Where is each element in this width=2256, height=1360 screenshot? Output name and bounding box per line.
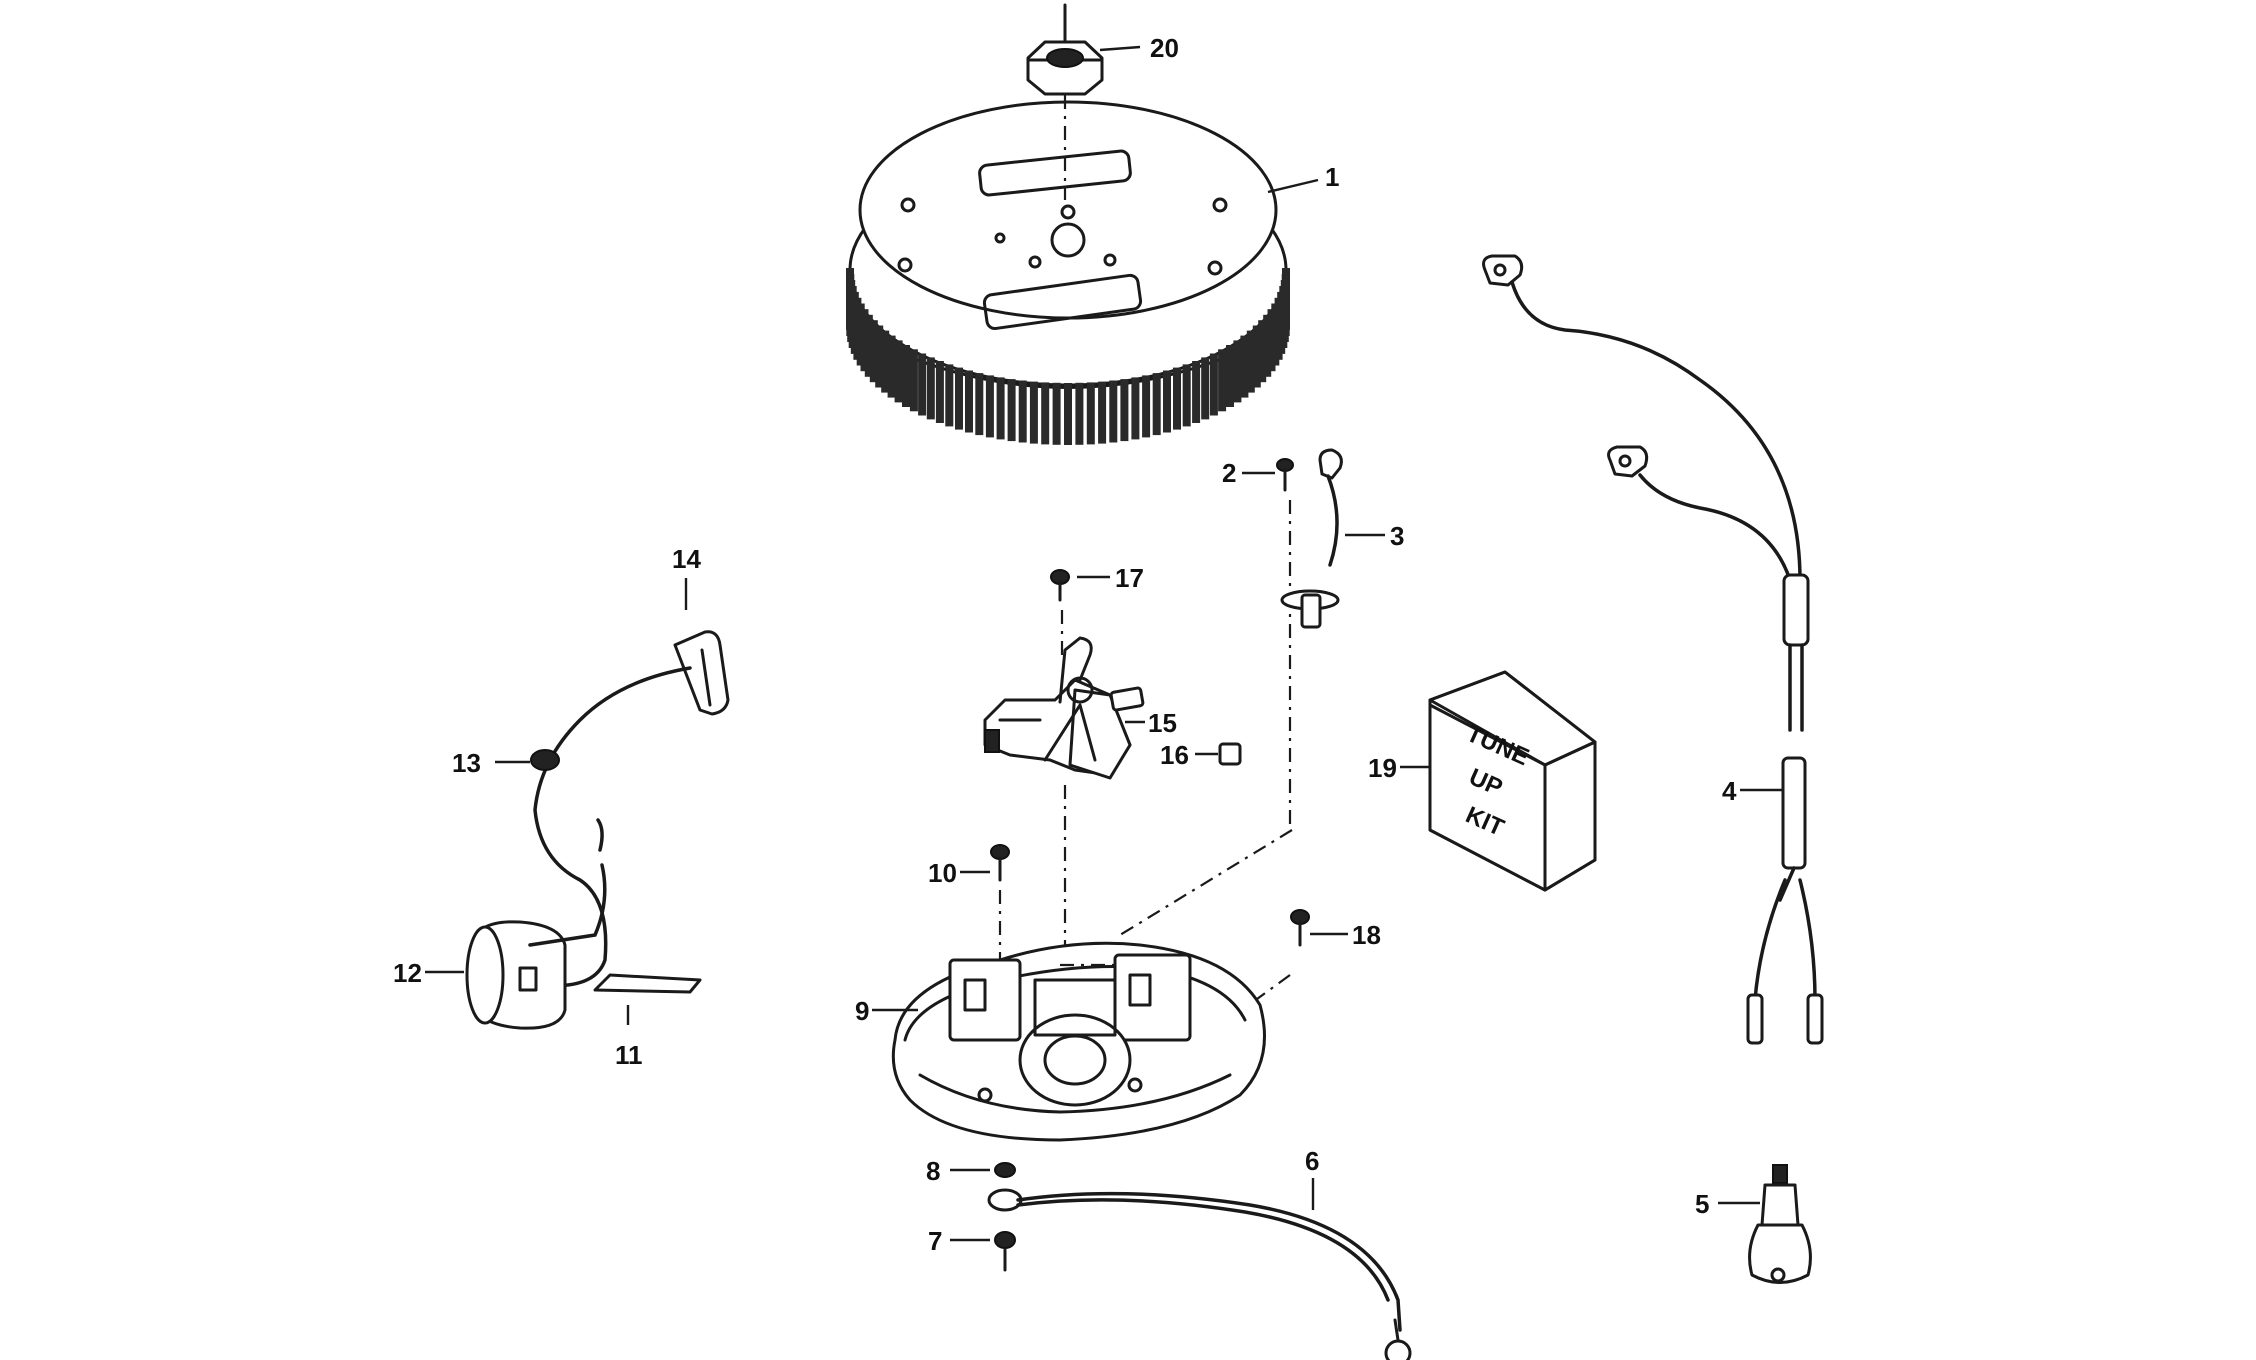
- gear-tooth: [1182, 364, 1191, 427]
- flywheel: [846, 95, 1319, 445]
- grommet: [495, 749, 560, 771]
- gear-tooth: [1007, 379, 1016, 442]
- gear-tooth: [902, 345, 910, 407]
- gear-tooth: [1120, 379, 1129, 442]
- gear-tooth: [1131, 377, 1140, 440]
- gear-tooth: [935, 361, 944, 423]
- gear-tooth: [1163, 370, 1171, 433]
- gear-tooth: [1109, 380, 1118, 443]
- callout-20: 20: [1150, 33, 1179, 63]
- gear-tooth: [1226, 345, 1234, 407]
- callout-19: 19: [1368, 753, 1397, 783]
- gear-tooth: [955, 367, 963, 430]
- gear-tooth: [1152, 373, 1161, 436]
- coil-clip: [593, 973, 702, 1025]
- ignition-coil: [425, 818, 607, 1030]
- callout-9: 9: [855, 996, 869, 1026]
- callout-13: 13: [452, 748, 481, 778]
- gear-tooth: [1142, 375, 1151, 438]
- gear-tooth: [918, 353, 927, 416]
- callout-14: 14: [672, 544, 701, 574]
- gear-tooth: [1173, 367, 1181, 430]
- gear-tooth: [1029, 381, 1038, 444]
- gear-tooth: [1209, 353, 1218, 416]
- armature-plate: [872, 829, 1293, 1142]
- gear-tooth: [1282, 268, 1290, 330]
- callout-1: 1: [1325, 162, 1339, 192]
- callout-10: 10: [928, 858, 957, 888]
- armature-screw: [960, 844, 1010, 1000]
- gear-tooth: [926, 357, 935, 420]
- breaker-screw: [1050, 569, 1110, 655]
- screw: [1242, 458, 1294, 830]
- gear-tooth: [985, 375, 994, 438]
- gear-tooth: [1252, 325, 1261, 388]
- callout-16: 16: [1160, 740, 1189, 770]
- nut: [1026, 3, 1141, 96]
- gear-tooth: [975, 373, 984, 436]
- callout-18: 18: [1352, 920, 1381, 950]
- breaker-points: [983, 636, 1145, 965]
- callout-7: 7: [928, 1226, 942, 1256]
- gear-tooth: [864, 314, 873, 377]
- gear-tooth: [1246, 330, 1255, 393]
- gear-tooth: [887, 335, 896, 398]
- strap-nut: [950, 1231, 1016, 1272]
- callout-8: 8: [926, 1156, 940, 1186]
- gear-tooth: [996, 377, 1005, 440]
- callout-15: 15: [1148, 708, 1177, 738]
- callout-5: 5: [1695, 1189, 1709, 1219]
- gear-tooth: [1041, 382, 1050, 445]
- callout-2: 2: [1222, 458, 1236, 488]
- gear-tooth: [875, 325, 884, 388]
- gear-tooth: [1258, 320, 1267, 383]
- gear-tooth: [894, 340, 903, 403]
- felt-wick: [1195, 742, 1242, 766]
- callout-12: 12: [393, 958, 422, 988]
- gear-tooth: [1018, 380, 1027, 443]
- gear-tooth: [1201, 357, 1210, 420]
- washer: [950, 1162, 1016, 1178]
- callout-11: 11: [615, 1040, 643, 1070]
- gear-tooth: [909, 349, 918, 412]
- gear-tooth: [860, 309, 869, 372]
- gear-tooth: [881, 330, 890, 393]
- ground-strap: [987, 1178, 1412, 1360]
- gear-tooth: [1240, 335, 1249, 398]
- gear-tooth: [869, 320, 878, 383]
- gear-tooth: [1075, 382, 1084, 445]
- gear-tooth: [1052, 382, 1061, 445]
- callout-4: 4: [1722, 776, 1737, 806]
- gear-tooth: [965, 370, 973, 433]
- gear-tooth: [1098, 381, 1107, 444]
- callout-17: 17: [1115, 563, 1144, 593]
- kill-switch: [1718, 1164, 1812, 1284]
- spark-plug-boot: [533, 578, 730, 988]
- gear-tooth: [1064, 383, 1072, 445]
- gear-tooth: [1233, 340, 1242, 403]
- callout-3: 3: [1390, 521, 1404, 551]
- callout-6: 6: [1305, 1146, 1319, 1176]
- ground-terminal-wire: [1280, 448, 1385, 629]
- gear-tooth: [1218, 349, 1227, 412]
- gear-tooth: [1086, 382, 1095, 445]
- wire-harness: [1482, 254, 1824, 1045]
- tune-up-kit-box: [1400, 670, 1597, 892]
- gear-tooth: [945, 364, 954, 427]
- gear-tooth: [1263, 314, 1272, 377]
- gear-tooth: [1192, 361, 1201, 423]
